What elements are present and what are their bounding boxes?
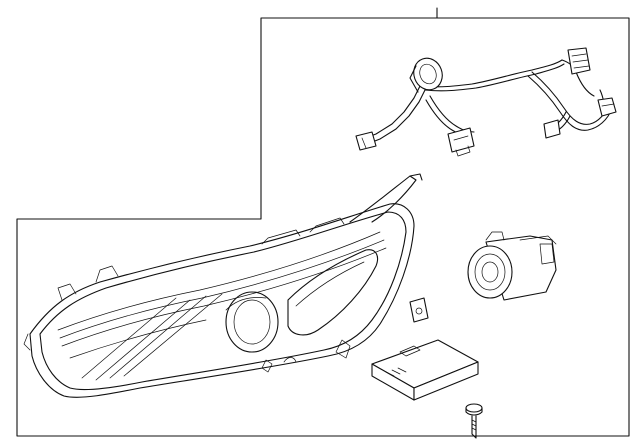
mounting-bracket (409, 297, 429, 323)
harness-plug-upper (567, 47, 591, 75)
headlamp-assembly (23, 173, 423, 398)
grommet-connector (409, 57, 443, 93)
projector-module (467, 231, 557, 301)
ballast-module (371, 339, 479, 401)
diagram-frame (16, 7, 630, 437)
harness-plug-right (597, 97, 617, 117)
mounting-screw (465, 403, 483, 439)
harness-plug-lower (447, 127, 475, 157)
harness-clip (543, 119, 561, 139)
harness-plug-left (355, 131, 377, 151)
wiring-harness (355, 47, 617, 157)
